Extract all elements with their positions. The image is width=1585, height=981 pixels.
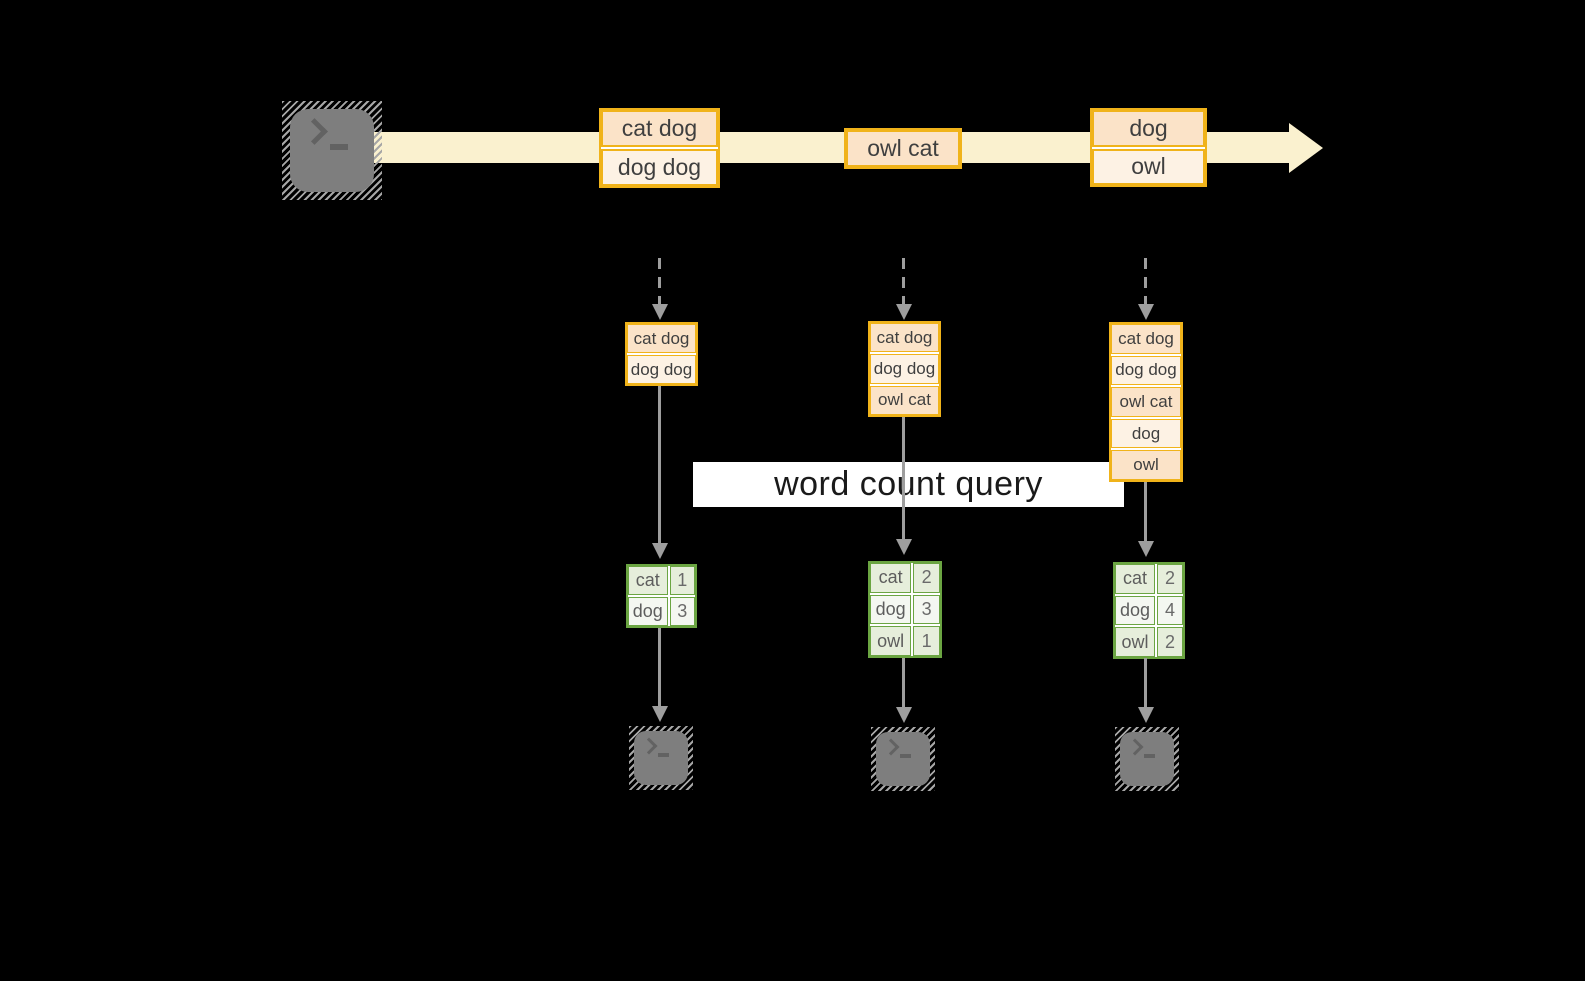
terminal-body: [290, 109, 374, 192]
output-terminal-icon-2: [871, 727, 935, 791]
output-terminal-icon-3: [1115, 727, 1179, 791]
query-arrow-line: [902, 417, 905, 539]
count-value-cell: 1: [913, 626, 940, 656]
event-buffer-1: cat dog dog dog: [625, 322, 698, 386]
prompt-chevron-icon: [1126, 738, 1144, 756]
query-arrow-line: [658, 386, 661, 543]
buffer-line: cat dog: [627, 324, 696, 353]
query-band-label: word count query: [774, 465, 1043, 503]
dashed-arrow-line: [658, 258, 661, 306]
event-buffer-2: cat dog dog dog owl cat: [868, 321, 941, 417]
output-arrow-head: [896, 707, 912, 723]
event-line: owl: [1092, 148, 1205, 185]
prompt-underscore-icon: [1144, 754, 1155, 758]
output-arrow-line: [902, 658, 905, 707]
stream-event-box-1: cat dog dog dog: [599, 108, 720, 188]
count-word-cell: owl: [1115, 627, 1156, 657]
count-word-cell: cat: [628, 566, 668, 595]
buffer-line: dog dog: [627, 355, 696, 384]
query-arrow-head: [652, 543, 668, 559]
terminal-body: [634, 731, 688, 785]
query-band: word count query: [693, 462, 1124, 507]
count-table-1: cat 1 dog 3: [626, 564, 697, 628]
count-word-cell: dog: [1115, 595, 1156, 626]
dashed-arrow-head: [1138, 304, 1154, 320]
count-word-cell: cat: [870, 563, 912, 593]
count-value-cell: 2: [1157, 627, 1183, 657]
terminal-body: [876, 732, 930, 786]
event-line: cat dog: [601, 110, 718, 147]
count-word-cell: dog: [870, 594, 912, 625]
dashed-arrow-line: [902, 258, 905, 306]
count-word-cell: dog: [628, 597, 668, 626]
buffer-line: dog dog: [870, 354, 939, 384]
prompt-chevron-icon: [882, 738, 900, 756]
stream-event-box-2: owl cat: [844, 128, 962, 169]
dashed-arrow-line: [1144, 258, 1147, 306]
buffer-line: owl cat: [1111, 387, 1181, 417]
prompt-chevron-icon: [301, 118, 328, 145]
buffer-line: owl: [1111, 450, 1181, 480]
terminal-body: [1120, 732, 1174, 786]
buffer-line: cat dog: [1111, 324, 1181, 354]
output-arrow-line: [658, 628, 661, 706]
output-arrow-line: [1144, 658, 1147, 707]
stream-arrow-head: [1289, 123, 1323, 173]
buffer-line: cat dog: [870, 323, 939, 353]
count-value-cell: 3: [913, 594, 940, 625]
event-line: owl cat: [846, 130, 960, 167]
count-word-cell: owl: [870, 626, 912, 656]
dashed-arrow-head: [652, 304, 668, 320]
dashed-arrow-head: [896, 304, 912, 320]
event-buffer-3: cat dog dog dog owl cat dog owl: [1109, 322, 1183, 482]
count-value-cell: 4: [1157, 595, 1183, 626]
output-arrow-head: [1138, 707, 1154, 723]
count-word-cell: cat: [1115, 564, 1156, 594]
count-value-cell: 2: [1157, 564, 1183, 594]
prompt-underscore-icon: [658, 753, 669, 757]
buffer-line: owl cat: [870, 385, 939, 415]
query-arrow-head: [896, 539, 912, 555]
output-terminal-icon-1: [629, 726, 693, 790]
count-value-cell: 1: [669, 566, 695, 595]
buffer-line: dog dog: [1111, 355, 1181, 386]
event-line: dog: [1092, 110, 1205, 147]
count-value-cell: 2: [913, 563, 940, 593]
count-value-cell: 3: [669, 597, 695, 626]
source-terminal-icon: [282, 101, 382, 200]
stream-event-box-3: dog owl: [1090, 108, 1207, 187]
prompt-underscore-icon: [330, 144, 348, 150]
buffer-line: dog: [1111, 418, 1181, 449]
count-table-2: cat 2 dog 3 owl 1: [868, 561, 942, 658]
event-line: dog dog: [601, 149, 718, 186]
query-arrow-line: [1144, 482, 1147, 541]
output-arrow-head: [652, 706, 668, 722]
prompt-underscore-icon: [900, 754, 911, 758]
count-table-3: cat 2 dog 4 owl 2: [1113, 562, 1185, 659]
prompt-chevron-icon: [640, 737, 658, 755]
query-arrow-head: [1138, 541, 1154, 557]
